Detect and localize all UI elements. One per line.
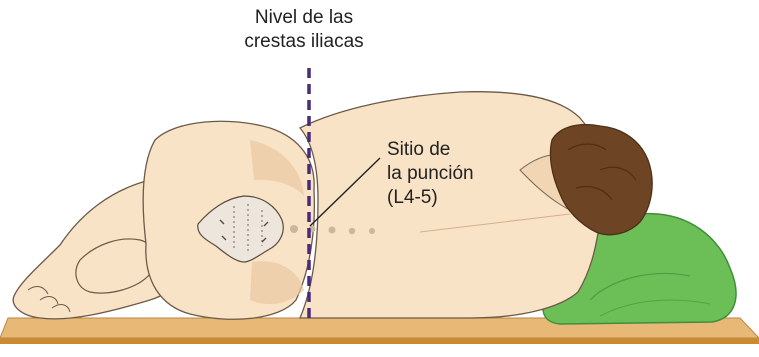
toes bbox=[27, 286, 71, 313]
puncture-site-label-line3: (L4-5) bbox=[387, 187, 438, 208]
sacrum-bone-icon bbox=[197, 195, 284, 263]
puncture-site-label-line1: Sitio de bbox=[387, 139, 451, 160]
table-shadow bbox=[0, 344, 759, 352]
lower-buttock-shade bbox=[250, 261, 304, 305]
iliac-crest-label: Nivel de las crestas iliacas bbox=[204, 6, 404, 54]
vertebra-dot bbox=[290, 225, 298, 233]
puncture-site-label: Sitio de la punción (L4-5) bbox=[387, 138, 474, 210]
vertebra-dot bbox=[369, 228, 375, 234]
table-edge bbox=[0, 338, 759, 344]
torso bbox=[298, 91, 603, 319]
vertebra-dot bbox=[348, 227, 356, 235]
vertebra-dot bbox=[328, 226, 336, 234]
iliac-crest-label-line1: Nivel de las bbox=[254, 7, 354, 28]
puncture-site-label-line2: la punción bbox=[387, 163, 474, 184]
upper-buttock-shade bbox=[250, 140, 304, 196]
iliac-crest-label-line2: crestas iliacas bbox=[244, 31, 364, 52]
puncture-leader-line bbox=[309, 157, 381, 227]
head-hair-icon bbox=[549, 123, 653, 236]
back-crease bbox=[419, 213, 571, 233]
patient-body bbox=[12, 91, 603, 320]
